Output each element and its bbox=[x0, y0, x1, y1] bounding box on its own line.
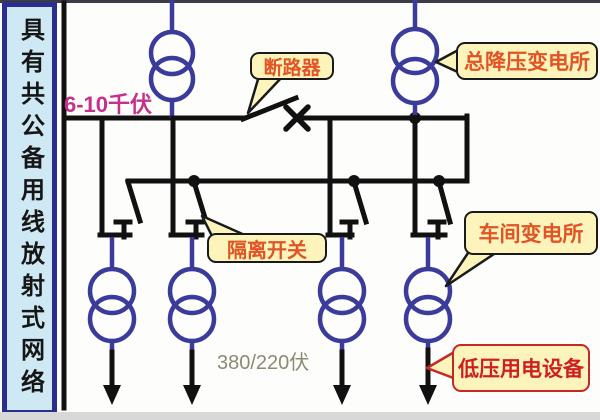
sidebar-title: 具有共公备用线放射式网络 bbox=[16, 16, 44, 401]
workshop-transformer-3 bbox=[317, 237, 367, 354]
load-arrow-1 bbox=[103, 349, 121, 405]
load-arrow-4 bbox=[419, 347, 437, 405]
workshop-transformer-1 bbox=[87, 237, 137, 354]
top-transformer-right bbox=[390, 0, 440, 115]
top-transformer-left bbox=[148, 0, 196, 118]
bottom-border bbox=[0, 412, 600, 420]
callout-main-substation: 总降压变电所 bbox=[456, 42, 598, 80]
feeder-2 bbox=[168, 115, 210, 240]
circuit-breaker-symbol bbox=[239, 94, 311, 132]
breaker-x-icon bbox=[283, 104, 311, 132]
lv-voltage-label: 380/220伏 bbox=[217, 352, 310, 374]
feeder-3 bbox=[325, 115, 370, 240]
isolator-switch-4 bbox=[427, 178, 454, 240]
isolator-switch-1 bbox=[113, 178, 144, 240]
isolator-switch-3 bbox=[339, 178, 370, 240]
callout-tail-workshop bbox=[444, 248, 502, 288]
load-arrow-2 bbox=[183, 349, 201, 405]
load-arrow-3 bbox=[333, 349, 351, 405]
top-border bbox=[0, 0, 600, 3]
workshop-transformer-2 bbox=[167, 237, 217, 354]
callout-isolator: 隔离开关 bbox=[207, 233, 327, 263]
hv-bus bbox=[61, 113, 470, 184]
sidebar: 具有共公备用线放射式网络 bbox=[2, 2, 57, 415]
callout-lv-equipment: 低压用电设备 bbox=[452, 344, 590, 392]
feeder-4 bbox=[410, 117, 454, 240]
workshop-transformer-4 bbox=[403, 237, 453, 352]
callout-workshop-substation: 车间变电所 bbox=[464, 211, 598, 255]
isolator-switch-2 bbox=[185, 178, 210, 240]
feeder-1 bbox=[97, 115, 144, 240]
hv-voltage-label: 6-10千伏 bbox=[64, 92, 153, 117]
callout-breaker: 断路器 bbox=[250, 52, 334, 80]
